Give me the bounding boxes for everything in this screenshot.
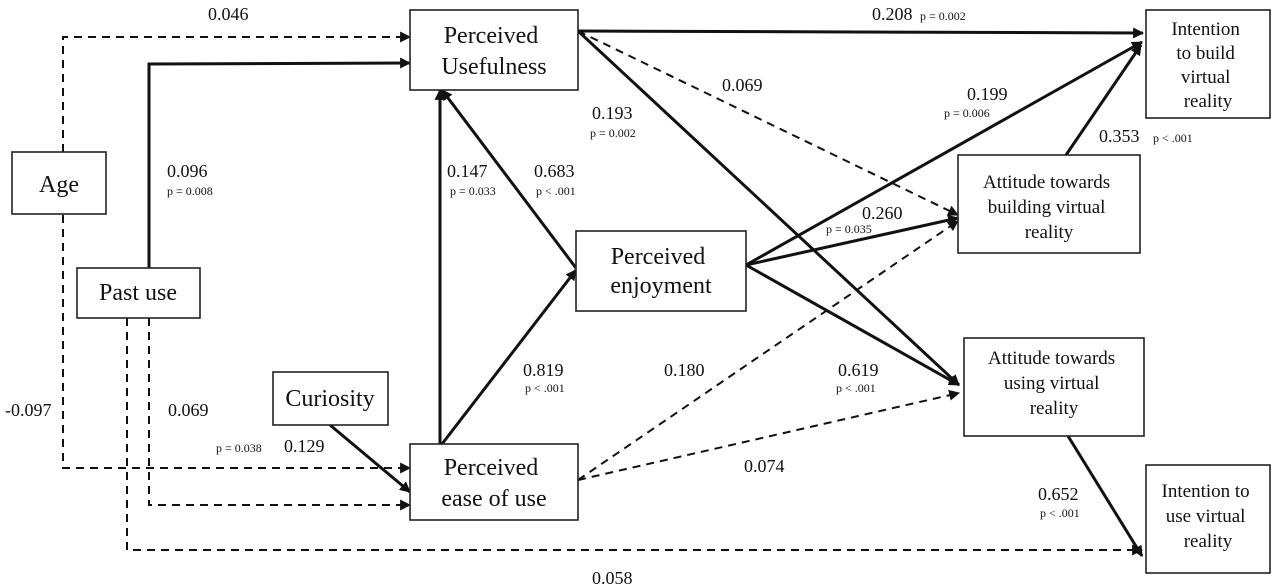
node-intention-build: Intention to build virtual reality — [1145, 9, 1271, 119]
path-past-use-to-ease-of-use — [148, 318, 412, 511]
pvalue-attitude-building-to-intention-build: p < .001 — [1153, 131, 1193, 145]
node-label-perceived-ease-of-use: Perceived ease of use — [441, 455, 546, 512]
node-label-intention-build: Intention to build virtual reality — [1171, 19, 1244, 112]
coef-past-use-to-intention-use: 0.058 — [592, 568, 633, 588]
pvalue-usefulness-to-intention-build: p = 0.002 — [920, 9, 966, 23]
node-perceived-enjoyment: Perceived enjoyment — [575, 230, 747, 312]
path-enjoyment-to-intention-build — [745, 40, 1143, 267]
coef-ease-of-use-to-enjoyment: 0.819 — [523, 360, 564, 380]
path-usefulness-to-intention-build — [577, 27, 1145, 39]
path-usefulness-to-attitude-using — [576, 29, 961, 387]
node-label-intention-use: Intention to use virtual reality — [1162, 481, 1255, 552]
coef-enjoyment-to-attitude-using: 0.619 — [838, 360, 879, 380]
coef-age-to-ease-of-use: -0.097 — [5, 400, 52, 420]
coef-usefulness-to-attitude-using: 0.193 — [592, 103, 633, 123]
node-perceived-ease-of-use: Perceived ease of use — [409, 443, 579, 521]
path-past-use-to-usefulness — [147, 57, 412, 268]
coef-usefulness-to-intention-build: 0.208 — [872, 4, 913, 24]
pvalue-attitude-using-to-intention-use: p < .001 — [1040, 506, 1080, 520]
pvalue-enjoyment-to-attitude-using: p < .001 — [836, 381, 876, 395]
path-attitude-building-to-intention-build — [1064, 44, 1143, 156]
coef-enjoyment-to-usefulness: 0.683 — [534, 161, 575, 181]
node-past-use: Past use — [76, 267, 201, 319]
coef-ease-of-use-to-attitude-building: 0.180 — [664, 360, 705, 380]
path-past-use-to-intention-use — [126, 318, 1144, 556]
path-attitude-using-to-intention-use — [1066, 435, 1144, 557]
path-ease-of-use-to-attitude-using — [577, 389, 961, 481]
node-label-attitude-using: Attitude towards using virtual reality — [988, 348, 1120, 419]
coef-enjoyment-to-intention-build: 0.199 — [967, 84, 1008, 104]
coef-past-use-to-usefulness: 0.096 — [167, 161, 208, 181]
coef-ease-of-use-to-usefulness: 0.147 — [447, 161, 488, 181]
coef-ease-of-use-to-attitude-using: 0.074 — [744, 456, 785, 476]
pvalue-usefulness-to-attitude-using: p = 0.002 — [590, 126, 636, 140]
node-label-perceived-enjoyment: Perceived enjoyment — [610, 244, 712, 299]
path-enjoyment-to-attitude-using — [745, 263, 960, 387]
node-attitude-using: Attitude towards using virtual reality — [963, 337, 1145, 437]
node-label-age: Age — [39, 172, 79, 198]
path-age-to-ease-of-use — [62, 215, 412, 474]
coef-age-to-usefulness: 0.046 — [208, 4, 249, 24]
path-usefulness-to-attitude-building — [577, 30, 959, 216]
node-age: Age — [11, 151, 107, 215]
node-attitude-building: Attitude towards building virtual realit… — [957, 154, 1141, 254]
edges — [62, 27, 1145, 557]
coef-attitude-using-to-intention-use: 0.652 — [1038, 484, 1079, 504]
path-curiosity-to-ease-of-use — [329, 423, 411, 494]
path-enjoyment-to-usefulness — [440, 89, 578, 269]
node-intention-use: Intention to use virtual reality — [1145, 464, 1271, 574]
node-label-attitude-building: Attitude towards building virtual realit… — [983, 172, 1115, 243]
node-curiosity: Curiosity — [272, 371, 389, 426]
coef-enjoyment-to-attitude-building: 0.260 — [862, 203, 903, 223]
node-label-perceived-usefulness: Perceived Usefulness — [441, 23, 546, 80]
pvalue-ease-of-use-to-usefulness: p = 0.033 — [450, 184, 496, 198]
pvalue-enjoyment-to-intention-build: p = 0.006 — [944, 106, 990, 120]
path-enjoyment-to-attitude-building — [745, 214, 960, 267]
pvalue-enjoyment-to-usefulness: p < .001 — [536, 184, 576, 198]
node-label-past-use: Past use — [99, 280, 177, 306]
coef-usefulness-to-attitude-building: 0.069 — [722, 75, 763, 95]
pvalue-past-use-to-usefulness: p = 0.008 — [167, 184, 213, 198]
coef-attitude-building-to-intention-build: 0.353 — [1099, 126, 1140, 146]
coef-past-use-to-ease-of-use: 0.069 — [168, 400, 209, 420]
pvalue-ease-of-use-to-enjoyment: p < .001 — [525, 381, 565, 395]
node-label-curiosity: Curiosity — [285, 386, 374, 412]
coef-curiosity-to-ease-of-use: 0.129 — [284, 436, 325, 456]
pvalue-curiosity-to-ease-of-use: p = 0.038 — [216, 441, 262, 455]
path-ease-of-use-to-attitude-building — [577, 220, 959, 481]
path-age-to-usefulness — [62, 31, 412, 152]
path-labels: 0.046 0.096 p = 0.008 -0.097 0.069 0.058… — [5, 4, 1193, 588]
pvalue-enjoyment-to-attitude-building: p = 0.035 — [826, 222, 872, 236]
path-ease-of-use-to-enjoyment — [440, 269, 578, 445]
node-perceived-usefulness: Perceived Usefulness — [409, 9, 579, 91]
